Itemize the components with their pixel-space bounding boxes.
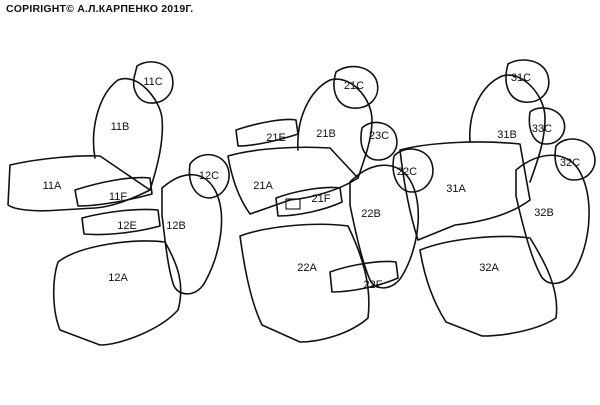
seat-22B-backrest <box>349 164 420 289</box>
label-21B: 21B <box>316 128 336 140</box>
seat-21C-headrest <box>333 65 379 109</box>
label-21E: 21E <box>266 132 286 144</box>
label-11B: 11B <box>111 121 130 133</box>
label-11F: 11F <box>109 191 127 203</box>
label-22F: 22F <box>364 279 383 291</box>
label-22C: 22C <box>397 166 417 178</box>
label-11C: 11C <box>143 76 162 88</box>
label-31C: 31C <box>511 72 531 84</box>
label-32A: 32A <box>479 262 499 274</box>
seat-31C-headrest <box>505 59 550 103</box>
seat-22C-headrest <box>392 148 434 193</box>
seat-31A-cushion <box>399 141 531 241</box>
label-11A: 11A <box>43 180 62 192</box>
seat-11F-armrest <box>74 176 153 207</box>
seat-32A-cushion <box>419 235 558 337</box>
label-12A: 12A <box>108 272 128 284</box>
seat-11C-headrest <box>132 61 174 104</box>
seat-33C-headrest <box>528 107 566 145</box>
label-12E: 12E <box>117 220 137 232</box>
label-32C: 32C <box>560 157 580 169</box>
label-32B: 32B <box>534 207 554 219</box>
seat-21B-backrest <box>297 78 373 179</box>
seat-23C-headrest <box>360 121 398 161</box>
seat-12E-armrest <box>81 208 161 236</box>
seat-21A-cushion <box>227 146 359 215</box>
seat-11A-cushion <box>7 155 151 212</box>
label-31A: 31A <box>446 183 466 195</box>
seat-12A-cushion <box>52 240 182 346</box>
seat-31B-backrest <box>469 74 546 183</box>
label-22A: 22A <box>297 262 317 274</box>
seat-32B-backrest <box>515 154 590 285</box>
label-23C: 23C <box>369 130 389 142</box>
seat-12B-backrest <box>161 173 223 295</box>
seat-11B-backrest <box>92 77 164 191</box>
label-12B: 12B <box>166 220 186 232</box>
label-12C: 12C <box>199 170 219 182</box>
label-22B: 22B <box>361 208 381 220</box>
label-21F: 21F <box>312 193 331 205</box>
seat-12C-headrest <box>188 153 230 199</box>
label-31B: 31B <box>497 129 517 141</box>
seat-21E-armrest <box>235 118 299 147</box>
label-21A: 21A <box>253 180 273 192</box>
seat-21F-armrest <box>275 186 343 217</box>
seat-22F-armrest <box>329 260 399 293</box>
label-21C: 21C <box>344 80 364 92</box>
label-33C: 33C <box>532 123 552 135</box>
seat-21F-buckle <box>285 198 301 210</box>
copyright-text: COPIRIGHT© А.Л.КАРПЕНКО 2019Г. <box>6 3 194 15</box>
seat-32C-headrest <box>554 138 596 181</box>
seat-22A-cushion <box>239 223 370 343</box>
